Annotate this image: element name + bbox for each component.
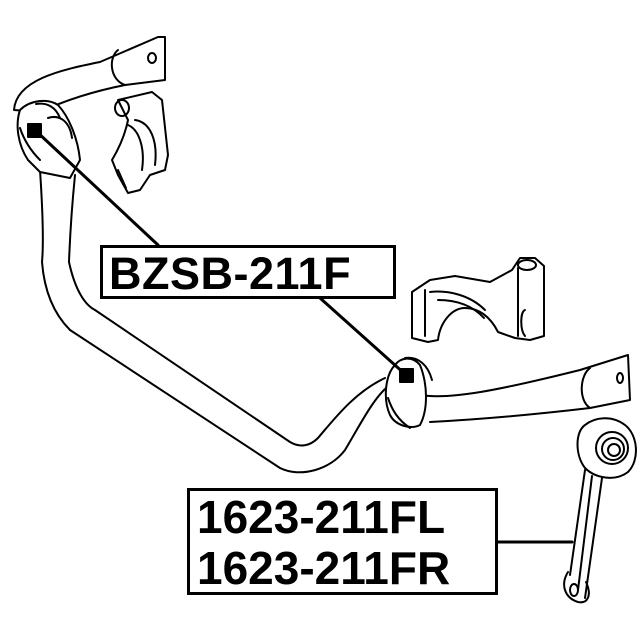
right-bushing-bracket bbox=[411, 257, 545, 343]
right-bushing bbox=[384, 356, 433, 429]
left-bushing bbox=[16, 99, 81, 179]
part-number-1623-211fl: 1623-211FL bbox=[197, 491, 446, 543]
leader-lines bbox=[34, 129, 574, 544]
leader-line-bushing-left bbox=[34, 129, 160, 247]
part-number-label-bushing: BZSB-211F bbox=[100, 245, 396, 299]
part-number-1623-211fr: 1623-211FR bbox=[197, 542, 451, 594]
leader-line-bushing-right bbox=[318, 296, 408, 377]
stabilizer-link bbox=[563, 417, 637, 604]
part-number-bzsb-211f: BZSB-211F bbox=[109, 248, 352, 299]
part-number-label-link: 1623-211FL 1623-211FR bbox=[187, 488, 498, 595]
left-bushing-bracket bbox=[111, 91, 169, 194]
stabilizer-bar bbox=[13, 36, 631, 474]
